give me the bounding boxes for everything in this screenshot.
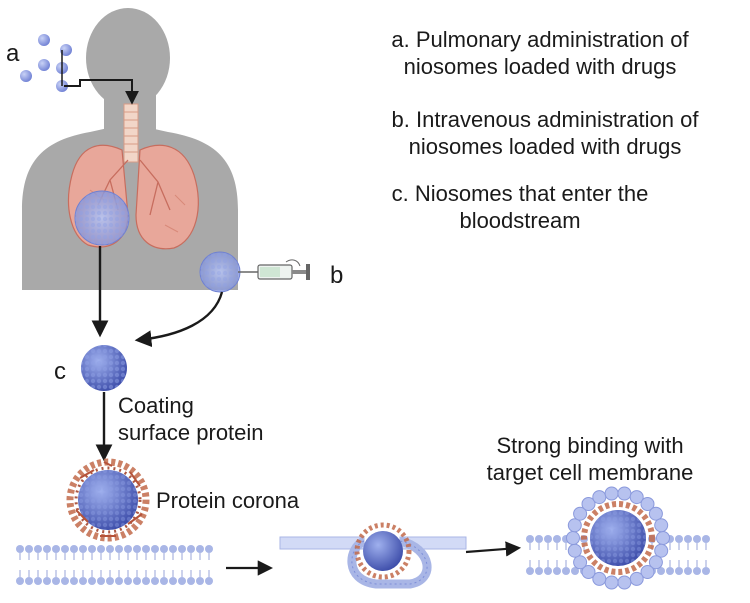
binding-caption: Strong binding with target cell membrane xyxy=(430,432,750,486)
legend-a-line1: a. Pulmonary administration of xyxy=(391,27,689,52)
legend-a-line2: niosomes loaded with drugs xyxy=(403,54,677,79)
protein-corona-particle xyxy=(66,458,150,542)
syringe-icon xyxy=(238,259,310,280)
legend-b-line1: b. Intravenous administration of xyxy=(391,107,699,132)
legend-c-line2: bloodstream xyxy=(459,208,581,233)
cell-membrane-engulfing xyxy=(279,522,467,589)
trachea xyxy=(123,103,139,163)
legend-b: b. Intravenous administration of niosome… xyxy=(340,106,750,160)
coating-caption: Coating surface protein xyxy=(118,392,264,446)
arrow-to-binding xyxy=(465,541,522,557)
marker-b: b xyxy=(330,262,344,289)
binding-line2: target cell membrane xyxy=(486,460,694,485)
inhaled-niosome-particles xyxy=(20,34,72,92)
inhalation-arrow xyxy=(64,79,139,105)
bound-niosome xyxy=(581,501,655,575)
legend-a: a. Pulmonary administration of niosomes … xyxy=(340,26,740,80)
coating-line1: Coating xyxy=(118,393,194,418)
corona-caption: Protein corona xyxy=(156,488,300,513)
marker-c: c xyxy=(54,358,66,385)
coating-line2: surface protein xyxy=(118,420,264,445)
binding-line1: Strong binding with xyxy=(496,433,684,458)
membrane-bead-ring xyxy=(566,486,670,590)
cell-membrane-flat xyxy=(16,545,213,585)
arrow-iv-to-c xyxy=(134,291,224,348)
legend-c-line1: c. Niosomes that enter the xyxy=(391,181,649,206)
legend-c: c. Niosomes that enter the bloodstream xyxy=(330,180,710,234)
legend-b-line2: niosomes loaded with drugs xyxy=(408,134,682,159)
marker-a: a xyxy=(6,40,20,67)
